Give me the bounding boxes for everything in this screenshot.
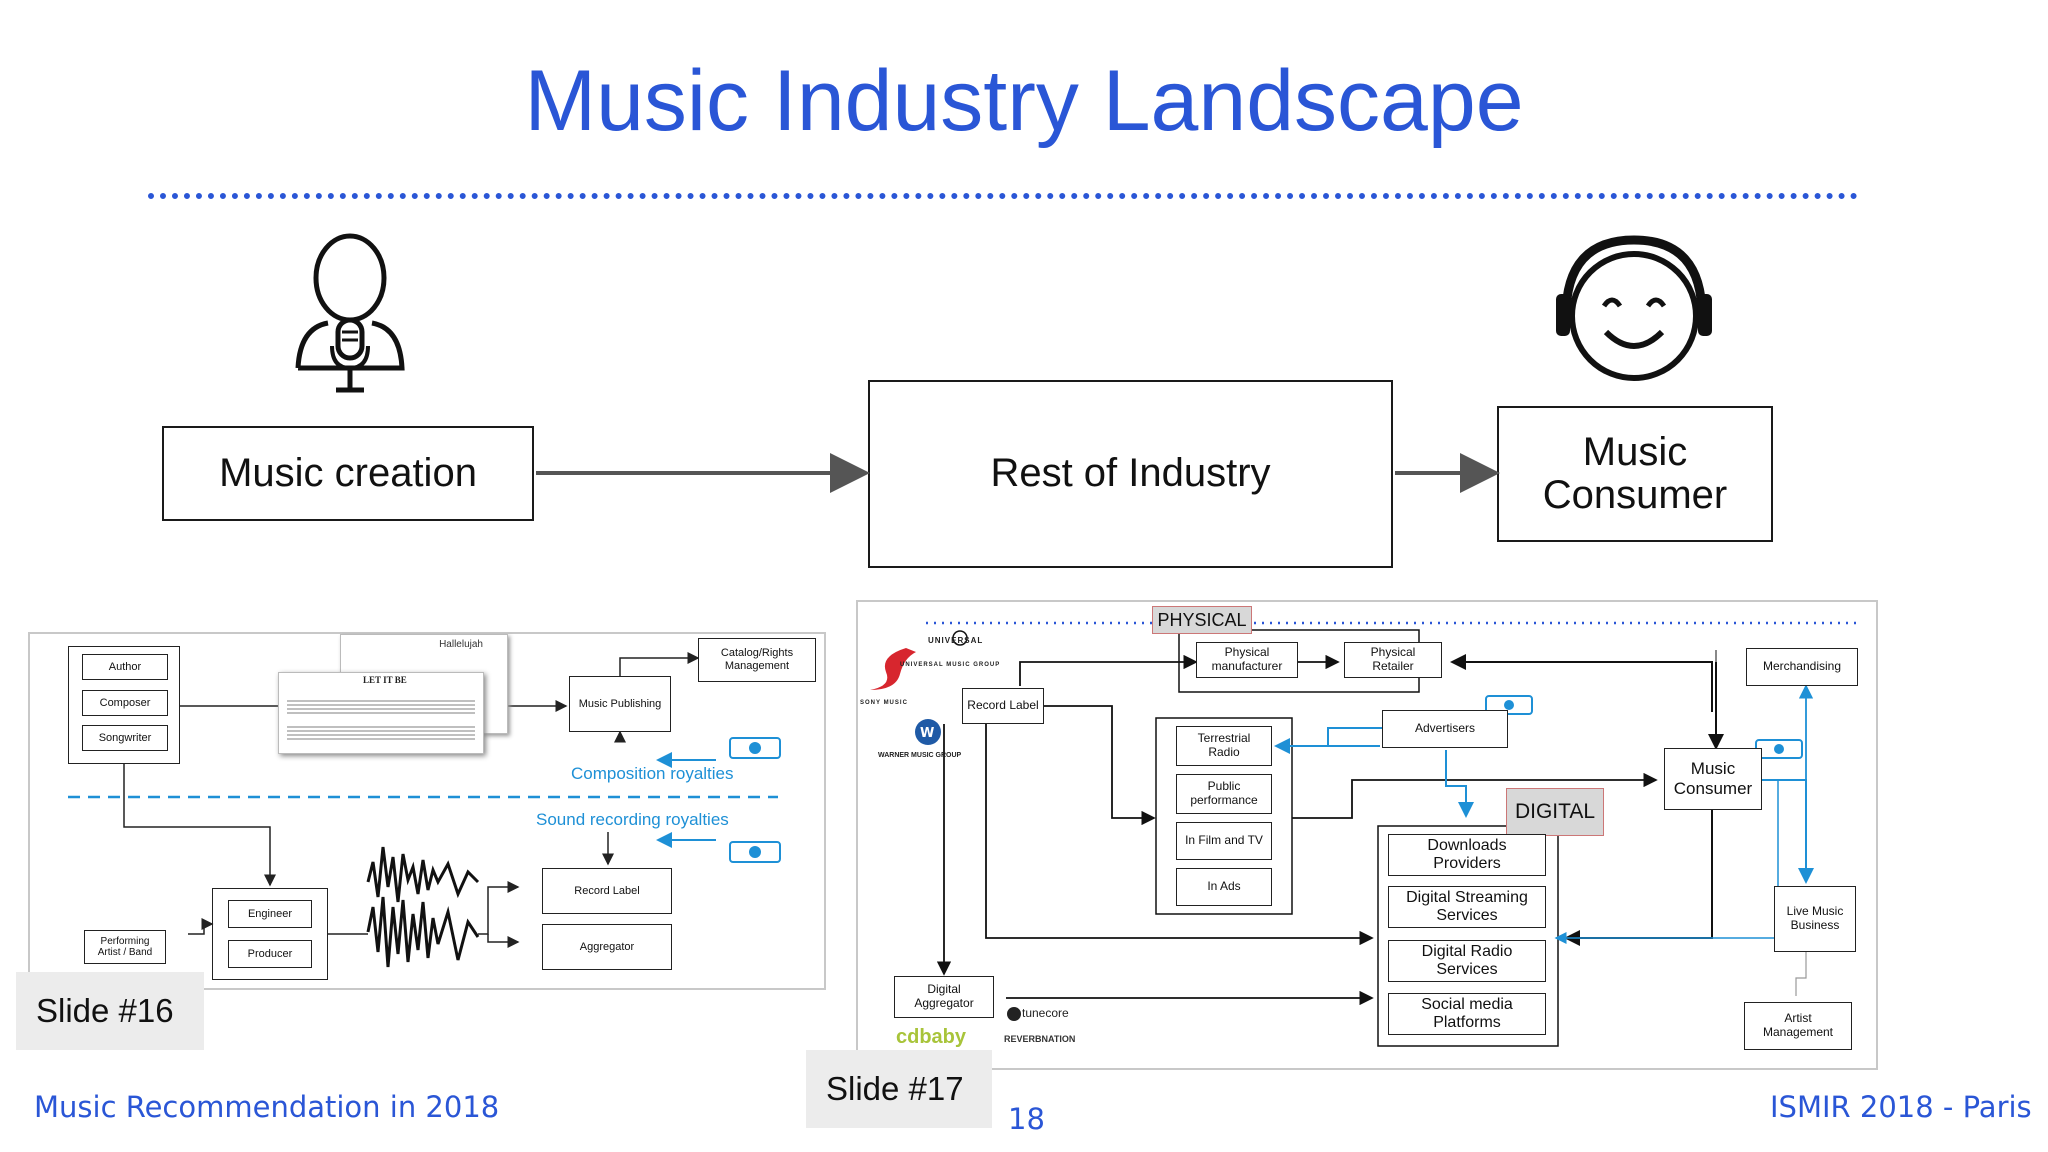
slide17-merchandising: Merchandising [1746,648,1858,686]
slide16-aggregator: Aggregator [542,924,672,970]
rest-of-industry-label: Rest of Industry [990,451,1271,496]
slide17-advertisers: Advertisers [1382,710,1508,748]
slide17-downloads-providers: Downloads Providers [1388,834,1546,876]
performing-line-2: Artist / Band [97,947,153,958]
logo-reverbnation: REVERBNATION [1004,1034,1076,1044]
downloads-line-2: Providers [1433,855,1501,872]
radio-line-2: Services [1436,961,1498,978]
consumer-line-2: Consumer [1542,473,1728,517]
music-creation-box: Music creation [162,426,534,521]
rest-of-industry-box: Rest of Industry [868,380,1393,568]
slide16-catalog-rights: Catalog/Rights Management [698,638,816,682]
physical-manufacturer-line-2: manufacturer [1211,659,1283,673]
logo-warner: WARNER MUSIC GROUP [878,752,962,759]
consumer-headphones-icon [1556,235,1712,381]
physical-retailer-line-1: Physical [1370,645,1416,660]
svg-text:W: W [920,726,934,741]
slide17-in-film-tv: In Film and TV [1176,822,1272,860]
slide17-music-consumer: Music Consumer [1664,748,1762,810]
physical-manufacturer-line-1: Physical [1224,645,1270,660]
slide16-diagram-lines [68,652,781,968]
public-line-2: performance [1190,793,1258,807]
logo-tunecore: tunecore [1022,1006,1069,1020]
slide17-social-media: Social media Platforms [1388,993,1546,1035]
slide16-songwriter: Songwriter [82,725,168,751]
slide17-artist-management: Artist Management [1744,1002,1852,1050]
consumer-line-1: Music [1582,429,1688,474]
slide17-terrestrial-radio: Terrestrial Radio [1176,726,1272,766]
performing-line-1: Performing [100,935,150,947]
slide17-digital-radio: Digital Radio Services [1388,940,1546,982]
footer-left: Music Recommendation in 2018 [34,1090,500,1124]
catalog-line-2: Management [724,660,790,672]
slide17-physical-retailer: Physical Retailer [1344,642,1442,678]
streaming-line-1: Digital Streaming [1406,888,1528,906]
slide17-consumer-line-2: Consumer [1673,779,1753,798]
sound-recording-royalties-label: Sound recording royalties [536,810,729,829]
slide17-in-ads: In Ads [1176,868,1272,906]
sheet-title-let-it-be: LET IT BE [363,675,407,685]
footer-right: ISMIR 2018 - Paris [1770,1090,2032,1124]
streaming-line-2: Services [1436,907,1498,924]
music-consumer-box: Music Consumer [1497,406,1773,542]
artist-mgmt-line-1: Artist [1784,1011,1812,1026]
live-line-1: Live Music [1786,904,1844,919]
slide16-engineer: Engineer [228,900,312,928]
composition-royalties-label: Composition royalties [571,764,734,783]
artist-mgmt-line-2: Management [1762,1025,1834,1039]
digital-tag: DIGITAL [1506,788,1604,836]
slide17-consumer-line-1: Music [1690,759,1736,779]
terrestrial-line-2: Radio [1208,745,1240,759]
slide16-performing-artist: Performing Artist / Band [84,930,166,964]
logo-umg: UNIVERSAL MUSIC GROUP [900,662,1001,668]
physical-retailer-line-2: Retailer [1372,659,1414,673]
slide17-digital-streaming: Digital Streaming Services [1388,886,1546,928]
radio-line-1: Digital Radio [1421,942,1513,960]
slide16-record-label: Record Label [542,868,672,914]
downloads-line-1: Downloads [1427,836,1507,854]
logo-sony: SONY MUSIC [860,700,908,706]
sheet-title-hallelujah: Hallelujah [439,639,483,650]
digital-agg-line-1: Digital [927,982,961,997]
slide16-studio-group [212,888,328,980]
slide17-physical-manufacturer: Physical manufacturer [1196,642,1298,678]
slide17-label: Slide #17 [806,1050,992,1128]
digital-agg-line-2: Aggregator [914,996,974,1010]
social-line-2: Platforms [1433,1014,1501,1031]
public-line-1: Public [1207,779,1241,794]
artist-microphone-icon [295,233,405,393]
slide16-roles-group [68,646,180,764]
logo-universal: UNIVERSAL [928,636,984,645]
slide17-live-music: Live Music Business [1774,886,1856,952]
slide17-digital-aggregator: Digital Aggregator [894,976,994,1018]
physical-tag: PHYSICAL [1152,606,1252,634]
title-divider [148,193,1858,199]
slide16-music-publishing: Music Publishing [569,676,671,732]
slide16-producer: Producer [228,940,312,968]
slide16-label: Slide #16 [16,972,204,1050]
sheet-music-let-it-be: LET IT BE [278,672,484,754]
music-creation-label: Music creation [219,450,477,495]
social-line-1: Social media [1421,995,1513,1013]
slide17-public-performance: Public performance [1176,774,1272,814]
terrestrial-line-1: Terrestrial [1197,731,1251,746]
catalog-line-1: Catalog/Rights [720,647,794,660]
slide17-record-label: Record Label [962,688,1044,724]
slide-title: Music Industry Landscape [524,53,1524,149]
staff-lines-icon [287,700,475,740]
logo-cdbaby: cdbaby [896,1026,967,1048]
live-line-2: Business [1790,918,1840,932]
page-number: 18 [1008,1102,1045,1136]
slide16-author: Author [82,654,168,680]
slide17-diagram-lines: W [870,621,1856,1047]
slide16-composer: Composer [82,690,168,716]
